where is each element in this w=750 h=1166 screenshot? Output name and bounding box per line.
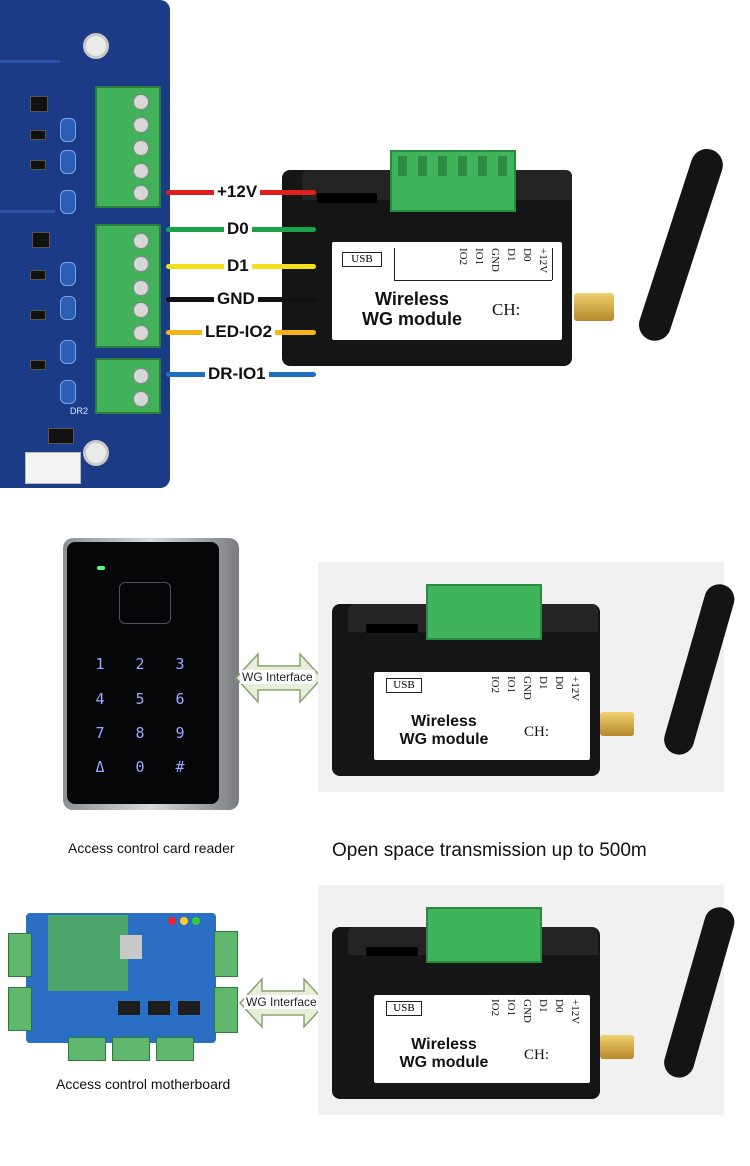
module-terminal-block [390,150,516,212]
pin-label: D0 [521,248,533,262]
wire-label-12v: +12V [214,182,261,202]
pin-label: IO2 [457,248,469,266]
terminal-block-middle [95,224,161,348]
module-title-line1: Wireless [411,1036,477,1053]
module-terminal-block [426,584,542,640]
pin-label: IO2 [489,676,501,694]
module-title-line2: WG module [399,1054,489,1071]
pin-label: D1 [505,248,517,262]
terminal-block-bottom [95,358,161,414]
module-title-line2: WG module [362,309,462,329]
pcb-silk-label: DR2 [70,406,89,416]
antenna [660,580,738,759]
key: 7 [95,724,105,742]
module-terminal-block [426,907,542,963]
key: # [175,758,185,776]
range-caption: Open space transmission up to 500m [332,840,647,861]
card-reader: 1 2 3 4 5 6 7 8 9 Δ 0 # [63,538,239,810]
wire-label-led-io2: LED-IO2 [202,322,276,342]
pin-label: D0 [553,999,565,1013]
pin-label: IO2 [489,999,501,1017]
key: 8 [135,724,145,742]
key: 0 [135,758,145,776]
pin-label: +12V [569,676,581,702]
wireless-wg-module-1: USB +12V D0 D1 GND IO1 IO2 Wireless WG m… [282,130,728,375]
wire-label-d0: D0 [224,219,252,239]
pin-label: GND [521,676,533,700]
module-title-line1: Wireless [375,289,449,309]
usb-label: USB [386,678,422,693]
pcb-led [32,232,50,248]
motherboard-caption: Access control motherboard [56,1076,231,1092]
channel-label: CH: [524,724,550,740]
key: 5 [135,690,145,708]
sma-connector [574,293,614,321]
sma-connector [600,712,634,736]
module-label: USB +12V D0 D1 GND IO1 IO2 Wireless WG m… [374,672,590,760]
pin-label: +12V [537,248,549,274]
key: 1 [95,655,105,673]
pin-label: IO1 [505,676,517,694]
pin-label: IO1 [473,248,485,266]
key: 9 [175,724,185,742]
pin-label: IO1 [505,999,517,1017]
pin-label: +12V [569,999,581,1025]
pin-label: D1 [537,676,549,690]
key: Δ [95,758,105,776]
wire-label-d1: D1 [224,256,252,276]
module-title-line1: Wireless [411,713,477,730]
wg-interface-label: WG Interface [244,995,319,1009]
key: 6 [175,690,185,708]
module-label: USB +12V D0 D1 GND IO1 IO2 Wireless WG m… [374,995,590,1083]
pin-label: GND [489,248,501,272]
usb-label: USB [342,252,382,267]
pcb-header-connector [25,452,81,484]
module-label: USB +12V D0 D1 GND IO1 IO2 Wireless WG m… [332,242,562,340]
key: 2 [135,655,145,673]
wire-label-dr-io1: DR-IO1 [205,364,269,384]
antenna [660,903,738,1082]
pin-label: D1 [537,999,549,1013]
terminal-block-top [95,86,161,208]
channel-label: CH: [492,300,521,319]
pin-label: GND [521,999,533,1023]
antenna [634,144,728,345]
wg-interface-label: WG Interface [240,670,315,684]
controller-pcb: DR2 [0,0,170,488]
module-title-line2: WG module [399,731,489,748]
pcb-led [30,96,48,112]
status-led [97,566,105,570]
access-control-motherboard [8,905,238,1063]
key: 3 [175,655,185,673]
wire-label-gnd: GND [214,289,258,309]
usb-label: USB [386,1001,422,1016]
module-photo-2: USB +12V D0 D1 GND IO1 IO2 Wireless WG m… [318,562,738,792]
module-photo-3: USB +12V D0 D1 GND IO1 IO2 Wireless WG m… [318,885,738,1115]
pcb-mount-hole [83,440,109,466]
channel-label: CH: [524,1047,550,1063]
pcb-mount-hole [83,33,109,59]
sma-connector [600,1035,634,1059]
card-tap-icon [119,582,171,624]
reader-caption: Access control card reader [68,840,235,856]
pin-label: D0 [553,676,565,690]
key: 4 [95,690,105,708]
